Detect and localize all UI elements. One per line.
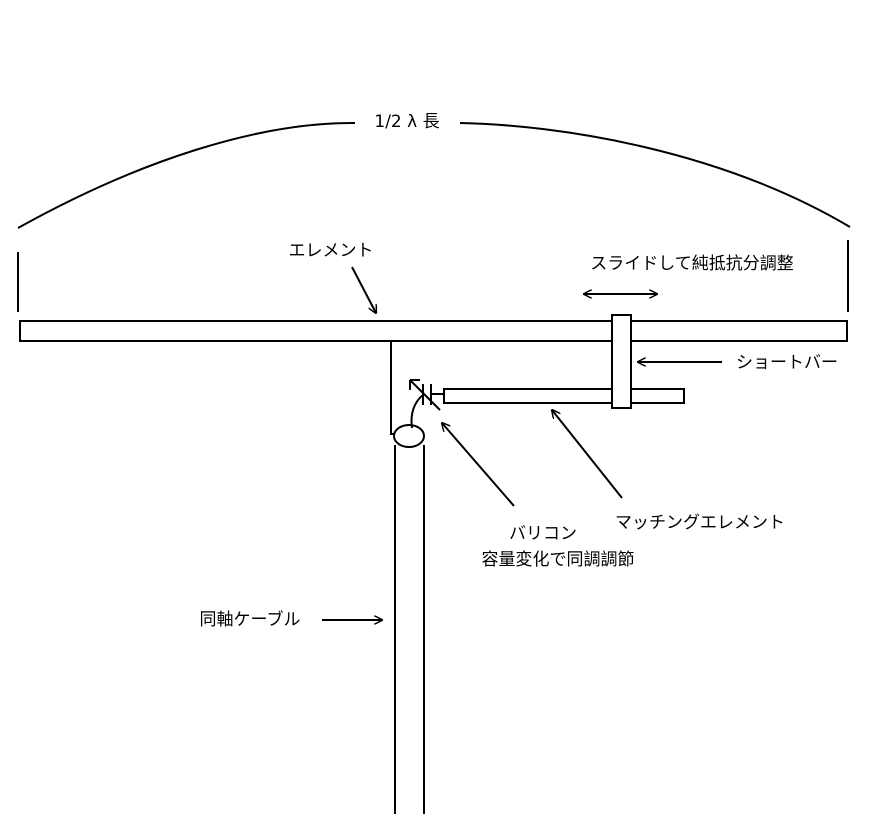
short-bar [611,314,632,409]
feed-wire [390,341,398,435]
varicon-description: 容量変化で同調調節 [482,550,635,570]
coax-end [393,424,425,448]
varicon-arrow [442,423,515,507]
element-arrow [351,266,376,313]
variable-capacitor-icon [409,379,444,429]
varicon-label: バリコン [509,524,577,544]
half-wave-arc [17,121,851,229]
element-bar [19,320,848,342]
element-label: エレメント [289,241,374,261]
short-bar-label: ショートバー [736,353,838,373]
half-wave-label: 1/2 λ 長 [374,112,439,132]
matching-element-bar [443,388,685,404]
coax-label: 同軸ケーブル [200,609,301,630]
matching-element-label: マッチングエレメント [615,513,785,533]
slide-label: スライドして純抵抗分調整 [590,254,794,274]
matching-element-arrow [552,410,623,499]
